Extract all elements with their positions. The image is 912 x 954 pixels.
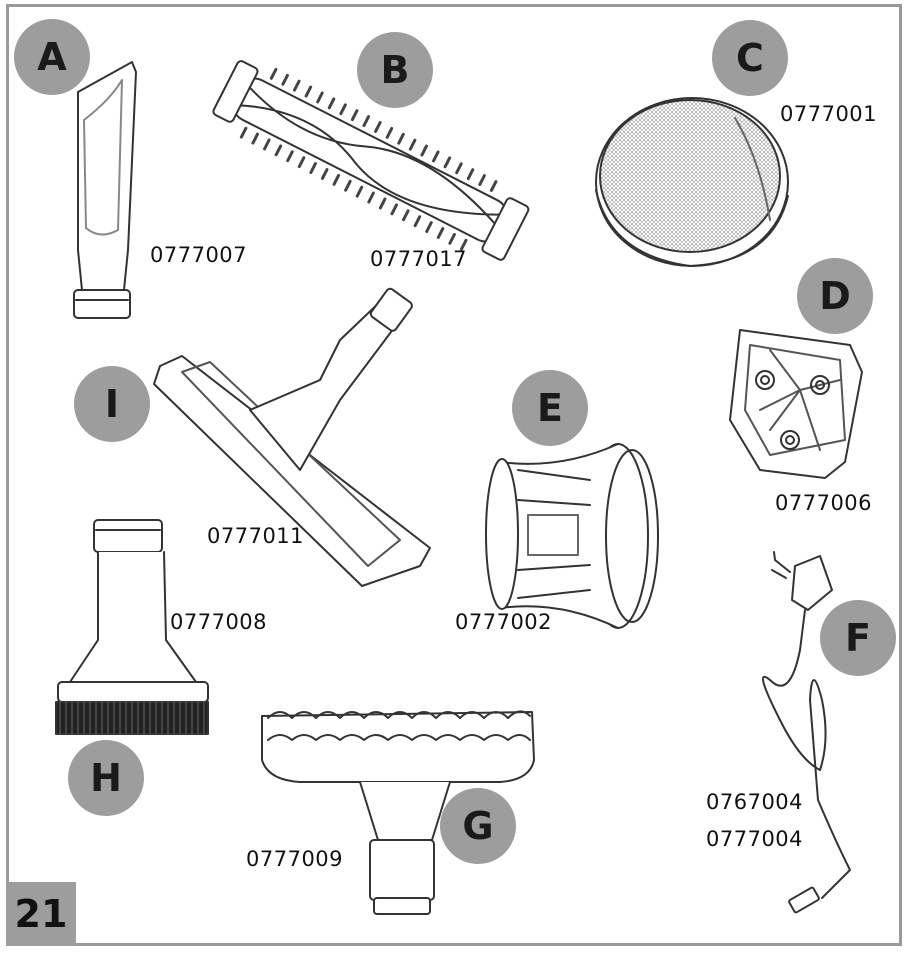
badge-i: I <box>74 366 150 442</box>
part-number-a: 0777007 <box>150 243 248 267</box>
badge-label: B <box>380 48 410 92</box>
floor-tool-drawing <box>153 287 431 587</box>
badge-b: B <box>357 32 433 108</box>
badge-label: H <box>90 756 122 800</box>
page-number: 21 <box>6 882 76 946</box>
brush-roll-drawing <box>212 60 530 261</box>
badge-f: F <box>820 600 896 676</box>
badge-a: A <box>14 19 90 95</box>
part-number-e: 0777002 <box>455 610 553 634</box>
part-number-h: 0777008 <box>170 610 268 634</box>
part-number-g: 0777009 <box>246 847 344 871</box>
badge-d: D <box>797 258 873 334</box>
badge-e: E <box>512 370 588 446</box>
part-number-d: 0777006 <box>775 491 873 515</box>
part-number-b: 0777017 <box>370 247 468 271</box>
filter-drawing <box>595 97 789 267</box>
charger-drawing <box>762 551 851 914</box>
filter-holder-drawing <box>729 329 863 479</box>
badge-c: C <box>712 20 788 96</box>
crevice-tool-drawing <box>73 61 137 319</box>
badge-h: H <box>68 740 144 816</box>
part-number-f-2: 0777004 <box>706 827 804 851</box>
upholstery-tool-drawing <box>261 710 535 915</box>
page-frame <box>6 4 902 946</box>
part-number-i: 0777011 <box>207 524 305 548</box>
badge-label: C <box>736 36 764 80</box>
badge-label: I <box>104 382 120 426</box>
badge-label: F <box>845 616 871 660</box>
badge-label: E <box>537 386 563 430</box>
badge-label: G <box>462 804 494 848</box>
dusting-brush-drawing <box>55 519 209 735</box>
part-number-c: 0777001 <box>780 102 878 126</box>
badge-g: G <box>440 788 516 864</box>
part-number-f-1: 0767004 <box>706 790 804 814</box>
dust-cup-drawing <box>485 443 659 629</box>
badge-label: A <box>37 35 67 79</box>
badge-label: D <box>819 274 851 318</box>
